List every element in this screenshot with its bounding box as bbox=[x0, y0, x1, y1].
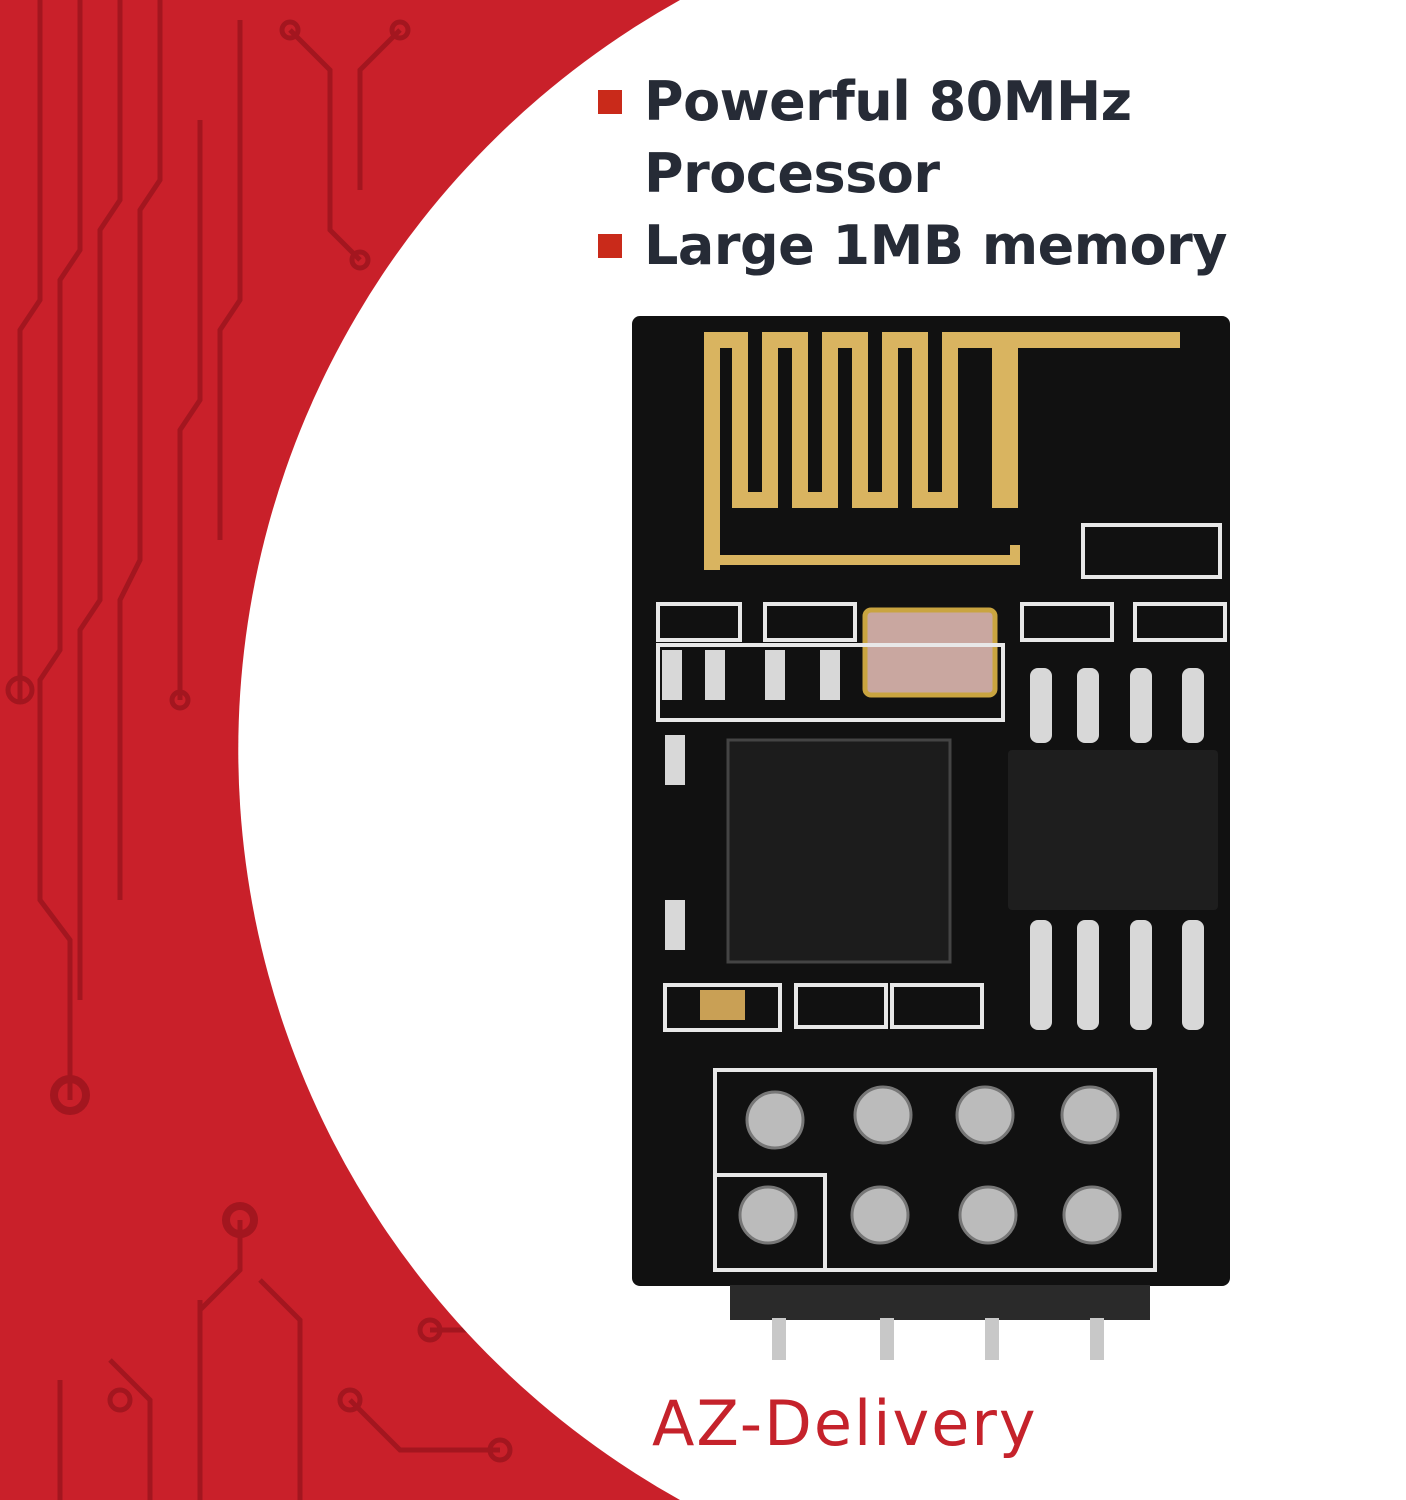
crystal bbox=[862, 607, 998, 698]
flash-chip bbox=[1008, 750, 1218, 910]
feature-item: Powerful 80MHz Processor bbox=[596, 66, 1227, 210]
feature-list: Powerful 80MHz Processor Large 1MB memor… bbox=[596, 66, 1227, 282]
feature-label: Large 1MB memory bbox=[644, 214, 1227, 277]
antenna-trace bbox=[704, 332, 1180, 570]
bullet-square-icon bbox=[598, 90, 622, 114]
brand-logo: AZ-Delivery bbox=[652, 1387, 1038, 1460]
bullet-square-icon bbox=[598, 234, 622, 258]
feature-label: Powerful 80MHz Processor bbox=[644, 70, 1132, 205]
esp8266-module bbox=[632, 316, 1230, 1360]
esp8266-chip bbox=[726, 738, 952, 964]
feature-item: Large 1MB memory bbox=[596, 210, 1227, 282]
header-pins bbox=[738, 1085, 1122, 1245]
pin-legs bbox=[772, 1318, 1104, 1360]
pin-header-plastic bbox=[730, 1285, 1150, 1320]
